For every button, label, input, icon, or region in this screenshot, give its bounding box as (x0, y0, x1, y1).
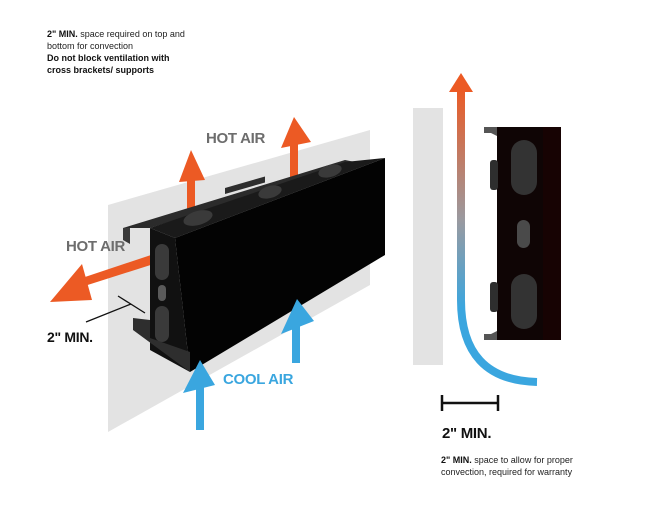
hot-air-arrow-left (50, 252, 160, 302)
cool-air-arrow-2 (281, 299, 314, 363)
min-clearance-label-left: 2" MIN. (47, 329, 93, 345)
top-note-bold: 2" MIN. (47, 29, 78, 39)
side-clearance-note: 2" MIN. space to allow for proper convec… (441, 454, 641, 478)
side-view-wall (413, 108, 443, 365)
bottom-note-line1: space to allow for proper (471, 455, 573, 465)
heater-front (175, 158, 385, 372)
bottom-note-line2: convection, required for warranty (441, 467, 573, 477)
bottom-note-bold: 2" MIN. (441, 455, 472, 465)
hot-air-label-left: HOT AIR (66, 238, 126, 255)
top-note-line3: Do not block ventilation with (47, 53, 170, 63)
top-note-line4: cross brackets/ supports (47, 65, 155, 75)
min-clearance-label-side: 2" MIN. (442, 425, 492, 442)
top-slot-3 (318, 164, 342, 178)
min-leader-line (85, 295, 146, 323)
hot-air-arrow-2 (281, 117, 311, 182)
top-note-line1: space required on top and (77, 29, 185, 39)
hot-air-label-top: HOT AIR (206, 130, 266, 147)
side-view-arrow-head (449, 73, 473, 92)
cool-air-label: COOL AIR (223, 371, 294, 388)
heater-bottom-bracket (133, 318, 190, 372)
top-slot-1 (183, 210, 213, 226)
heater-top-bracket (123, 160, 355, 244)
dimension-bracket-icon (440, 395, 500, 411)
top-clearance-note: 2" MIN. space required on top and bottom… (47, 28, 247, 76)
side-slot-lower (155, 306, 169, 342)
side-slot-middle (158, 285, 166, 301)
side-view-heater (484, 127, 561, 340)
cool-air-arrow-1 (183, 360, 215, 430)
hot-air-arrow-1 (179, 150, 205, 220)
top-note-line2: bottom for convection (47, 41, 134, 51)
side-view-airflow (457, 88, 538, 386)
top-slot-2 (258, 185, 282, 199)
side-slot-upper (155, 244, 169, 280)
